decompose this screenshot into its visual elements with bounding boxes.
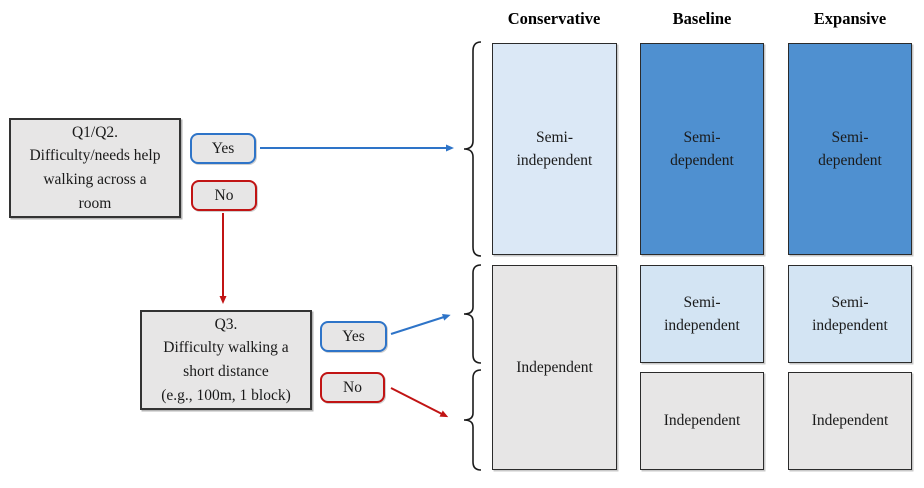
outcome-baseline-semi-dependent: Semi- dependent [640, 43, 764, 255]
outcome-expansive-semi-independent: Semi- independent [788, 265, 912, 363]
question-box-q3: Q3. Difficulty walking a short distance … [140, 310, 312, 410]
question-box-q1-q2: Q1/Q2. Difficulty/needs help walking acr… [9, 118, 181, 218]
q1-no-button: No [191, 180, 257, 211]
middle-brace-icon [463, 264, 482, 364]
q1-yes-button: Yes [190, 133, 256, 164]
outcome-expansive-semi-dependent: Semi- dependent [788, 43, 912, 255]
column-header-conservative: Conservative [507, 9, 601, 28]
outcome-conservative-independent: Independent [492, 265, 617, 470]
outcome-baseline-semi-independent: Semi- independent [640, 265, 764, 363]
outcome-baseline-independent: Independent [640, 372, 764, 470]
outcome-expansive-independent: Independent [788, 372, 912, 470]
bottom-brace-icon [463, 369, 482, 471]
column-header-expansive: Expansive [813, 9, 887, 28]
q3-yes-button: Yes [320, 321, 387, 352]
column-header-baseline: Baseline [672, 9, 732, 28]
q3-yes-arrow-icon [390, 313, 451, 335]
q3-no-arrow-icon [390, 387, 449, 418]
outcome-conservative-semi-independent: Semi- independent [492, 43, 617, 255]
top-brace-icon [463, 41, 482, 257]
q3-no-button: No [320, 372, 385, 403]
